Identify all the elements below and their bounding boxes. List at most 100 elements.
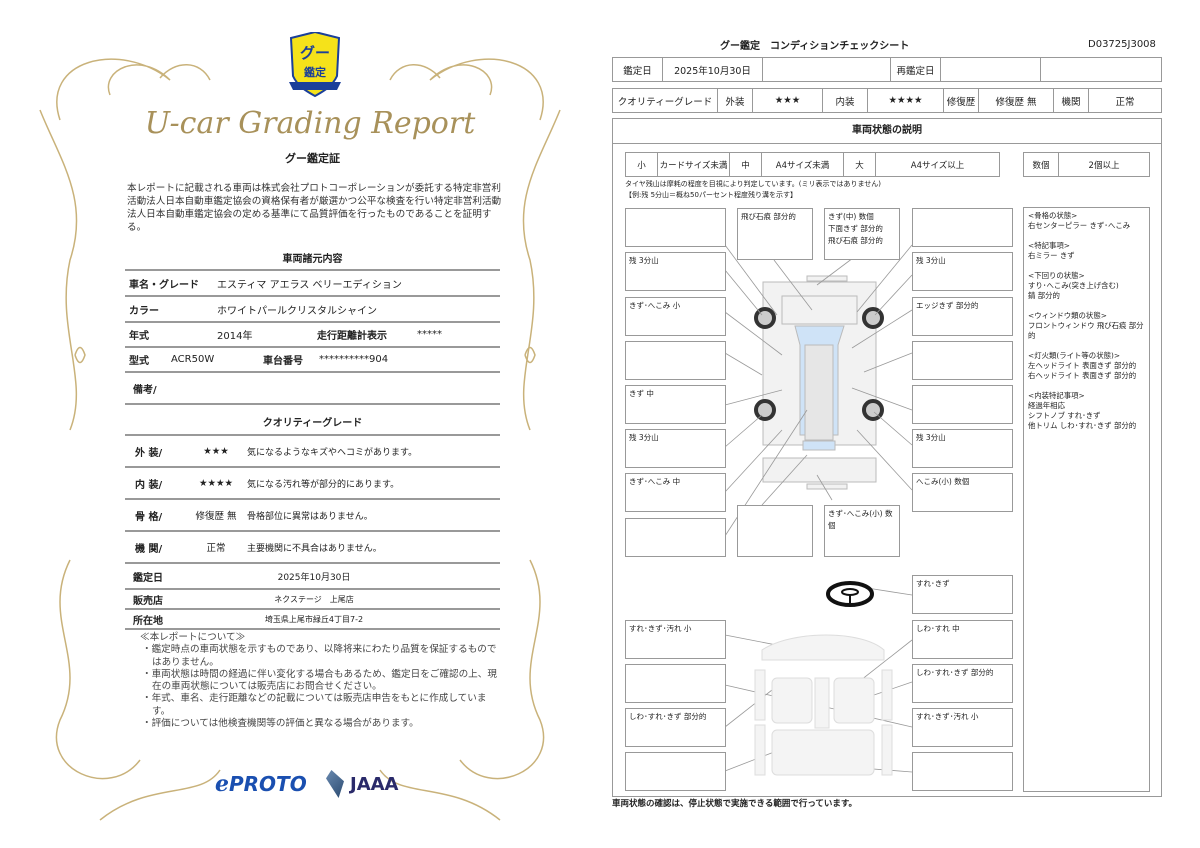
label: 車台番号 xyxy=(263,356,303,367)
label: 備考/ xyxy=(133,384,157,396)
legend-cell: 中 xyxy=(729,152,762,177)
shop-address: 埼玉県上尾市緑丘4丁目7-2 xyxy=(264,614,364,624)
exterior-note-box: きず(中) 数個 下面きず 部分的 飛び石痕 部分的 xyxy=(824,208,900,260)
vehicle-diagram xyxy=(724,244,913,776)
footer-note: 車両状態の確認は、停止状態で実施できる範囲で行っています。 xyxy=(612,799,858,809)
svg-text:鑑定: 鑑定 xyxy=(304,65,326,79)
model-row: 型式 ACR50W 車台番号 **********904 xyxy=(125,348,500,373)
exterior-note-box: きず･へこみ 小 xyxy=(625,297,726,336)
interior-grade: ★★★★ xyxy=(867,88,944,113)
steering-wheel-icon xyxy=(826,581,874,607)
report-notes: ≪本レポートについて≫ ・鑑定時点の車両状態を示すものであり、以降将来にわたり品… xyxy=(140,632,500,730)
grade-row: 機 関/正常 主要機関に不具合はありません。 xyxy=(125,532,500,564)
label: 車名・グレード xyxy=(129,279,199,291)
model: ACR50W xyxy=(171,354,215,365)
note-item: ・鑑定時点の車両状態を示すものであり、以降将来にわたり品質を保証するものではあり… xyxy=(142,644,497,668)
legend-cell: 大 xyxy=(843,152,876,177)
jaaa-logo: JAAA xyxy=(350,774,399,795)
color-row: カラー ホワイトパールクリスタルシャイン xyxy=(125,297,500,323)
odometer: ***** xyxy=(417,329,442,340)
grade-description: 気になる汚れ等が部分的にあります。 xyxy=(247,479,400,490)
notes-title: ≪本レポートについて≫ xyxy=(140,632,246,643)
certificate-body: 本レポートに記載される車両は株式会社プロトコーポレーションが委託する特定非営利活… xyxy=(127,183,502,233)
grade-row: 内 装/★★★★気になる汚れ等が部分的にあります。 xyxy=(125,468,500,500)
interior-note-box: しわ･すれ･きず 部分的 xyxy=(625,708,726,747)
exterior-note-box: きず 中 xyxy=(625,385,726,424)
exterior-note-box xyxy=(625,518,726,557)
label: 外装 xyxy=(717,88,753,113)
grade-value: 修復歴 無 xyxy=(195,511,237,522)
chassis-number: **********904 xyxy=(319,354,389,365)
exterior-note-box: 残 3分山 xyxy=(625,252,726,291)
car-top-view xyxy=(762,275,877,490)
proto-logo: ℯPROTO xyxy=(215,772,307,797)
legend-cell: 2個以上 xyxy=(1058,152,1150,177)
condition-frame xyxy=(612,118,1162,797)
interior-note-box: すれ･きず･汚れ 小 xyxy=(625,620,726,659)
grade-value: ★★★ xyxy=(203,445,229,457)
condition-notes: <骨格の状態> 右センターピラー きず･へこみ <特記事項> 右ミラー きず <… xyxy=(1023,207,1150,792)
grade-description: 骨格部位に異常はありません。 xyxy=(247,511,373,522)
grade-value: 正常 xyxy=(206,543,226,554)
label: カラー xyxy=(129,305,159,317)
interior-note-box xyxy=(625,752,726,791)
appraisal-date: 2025年10月30日 xyxy=(662,57,763,82)
grade-label: 内 装/ xyxy=(135,479,163,491)
date-label: 鑑定日 xyxy=(612,57,663,82)
label: 鑑定日 xyxy=(133,573,163,584)
tire-icons xyxy=(754,307,884,421)
grade-description: 気になるようなキズやヘコミがあります。 xyxy=(247,447,418,458)
exterior-grade: ★★★ xyxy=(752,88,823,113)
exterior-note-box: きず･へこみ 中 xyxy=(625,473,726,512)
gold-ornament-frame xyxy=(39,58,561,821)
exterior-note-box: 残 3分山 xyxy=(912,429,1013,468)
repair-history: 修復歴 無 xyxy=(978,88,1054,113)
remarks-row: 備考/ xyxy=(125,373,500,405)
exterior-note-box xyxy=(737,505,813,557)
grade-label: 外 装/ xyxy=(135,447,163,459)
appraisal-date: 2025年10月30日 xyxy=(277,573,351,583)
engine-status: 正常 xyxy=(1088,88,1162,113)
exterior-note-box xyxy=(625,208,726,247)
proto-logo-text: PROTO xyxy=(229,772,307,796)
tire-example: 【例:残 5分山＝概ね50パーセント程度残り溝を示す】 xyxy=(625,191,797,199)
grade-description: 主要機関に不具合はありません。 xyxy=(247,543,382,554)
report-script-title: U-car Grading Report xyxy=(144,106,476,141)
interior-note-box: しわ･すれ 中 xyxy=(912,620,1013,659)
tire-note: タイヤ残山は摩耗の程度を目視により判定しています。(ミリ表示ではありません) xyxy=(625,180,881,188)
interior-note-box: しわ･すれ･きず 部分的 xyxy=(912,664,1013,703)
grade-label: 機 関/ xyxy=(135,543,163,555)
label: 型式 xyxy=(129,356,149,367)
label: 所在地 xyxy=(133,615,163,627)
label: 販売店 xyxy=(133,595,163,607)
exterior-note-box: エッジきず 部分的 xyxy=(912,297,1013,336)
goo-kantei-logo: グー 鑑定 xyxy=(289,32,341,98)
label: 機関 xyxy=(1053,88,1089,113)
spec-title: 車両諸元内容 xyxy=(282,254,343,265)
exterior-note-box xyxy=(912,385,1013,424)
date-table: 鑑定日 2025年10月30日 再鑑定日 xyxy=(612,57,1162,82)
sheet-title: グー鑑定 コンディションチェックシート xyxy=(720,41,910,52)
count-legend: 数個 2個以上 xyxy=(1023,152,1150,177)
note-item: ・年式、車名、走行距離などの記載については販売店申告をもとに作成しています。 xyxy=(142,693,487,717)
car-name-row: 車名・グレード エスティマ アエラス ベリーエディション xyxy=(125,271,500,297)
size-legend: 小 カードサイズ未満 中 A4サイズ未満 大 A4サイズ以上 xyxy=(625,152,1000,177)
note-item: ・評価については他検査機関等の評価と異なる場合があります。 xyxy=(142,718,419,730)
section-title: 車両状態の説明 xyxy=(612,118,1162,144)
reappraisal-label: 再鑑定日 xyxy=(890,57,941,82)
exterior-note-box: きず･へこみ(小) 数個 xyxy=(824,505,900,557)
date-row: 鑑定日 2025年10月30日 xyxy=(125,565,500,590)
interior-view xyxy=(754,634,893,776)
exterior-note-box xyxy=(912,341,1013,380)
label: 年式 xyxy=(129,331,149,342)
car-name: エスティマ アエラス ベリーエディション xyxy=(217,279,402,291)
exterior-note-box xyxy=(625,341,726,380)
interior-note-box xyxy=(912,752,1013,791)
exterior-note-box: へこみ(小) 数個 xyxy=(912,473,1013,512)
exterior-note-box: 残 3分山 xyxy=(912,252,1013,291)
interior-note-box xyxy=(625,664,726,703)
legend-cell: 数個 xyxy=(1023,152,1059,177)
label: 内装 xyxy=(822,88,868,113)
legend-cell: A4サイズ未満 xyxy=(761,152,844,177)
certificate-title: グー鑑定証 xyxy=(285,152,340,165)
